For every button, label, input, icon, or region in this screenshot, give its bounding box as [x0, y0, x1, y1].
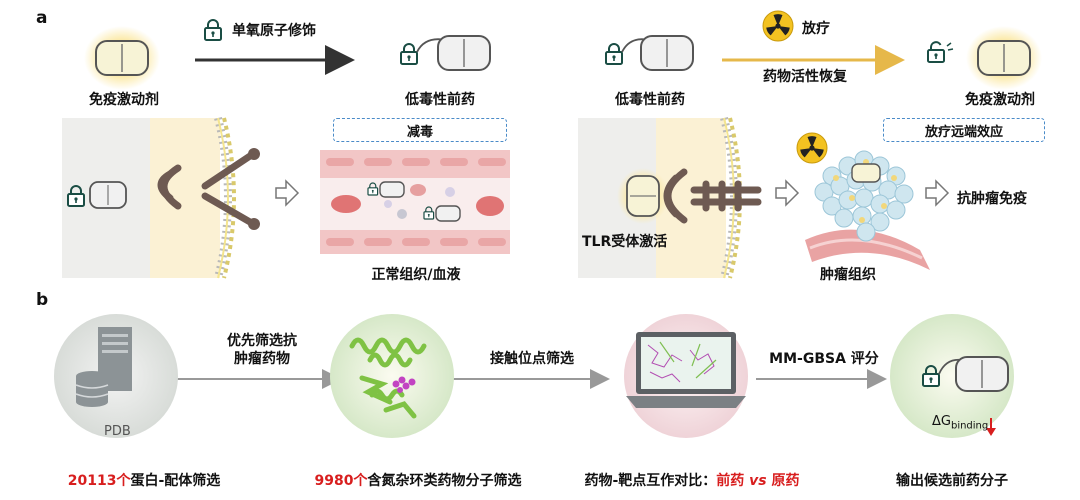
receptor-left — [157, 148, 260, 230]
radiotherapy-label: 放疗 — [802, 21, 830, 37]
antitumor-immunity-label: 抗肿瘤免疫 — [957, 191, 1027, 207]
arrow1-label-line2: 肿瘤药物 — [234, 351, 290, 367]
arrow3-label: MM-GBSA 评分 — [769, 351, 879, 367]
protein-structure-circle — [330, 314, 454, 438]
panel-label-a: a — [36, 8, 48, 28]
output-circle — [890, 314, 1014, 438]
panel-label-b: b — [36, 290, 49, 310]
normal-tissue-label: 正常组织/血液 — [371, 267, 461, 283]
arrow1-label-line1: 优先筛选抗 — [227, 333, 297, 349]
agonist-label-left: 免疫激动剂 — [89, 92, 159, 108]
prodrug-pill-left — [400, 35, 491, 71]
modification-label: 单氧原子修饰 — [232, 23, 316, 39]
agonist-pill-left — [84, 26, 160, 90]
activity-recovery-label: 药物活性恢复 — [763, 69, 847, 85]
activated-agonist — [617, 168, 669, 224]
caption-interaction-compare: 药物-靶点互作对比：前药 vs 原药 — [584, 473, 800, 489]
outline-arrow-2 — [775, 179, 800, 207]
tlr-receptor — [663, 168, 762, 224]
membrane-left — [62, 117, 236, 279]
tumor-tissue — [805, 150, 930, 270]
prodrug-label-right: 低毒性前药 — [615, 92, 685, 108]
radiation-icon — [762, 10, 794, 42]
outline-arrow-3 — [925, 179, 950, 207]
caption-output: 输出候选前药分子 — [896, 473, 1008, 489]
delta-g-label: ΔGbinding — [932, 414, 989, 432]
blood-vessel — [320, 150, 510, 254]
radiation-icon-tumor — [796, 132, 828, 164]
prodrug-pill-right — [605, 35, 694, 71]
pdb-database-circle — [54, 314, 178, 438]
caption-protein-ligand: 20113个蛋白-配体筛选 — [67, 473, 221, 489]
pdb-label: PDB — [104, 424, 131, 439]
detox-box: 减毒 — [333, 118, 507, 142]
prodrug-label-left: 低毒性前药 — [405, 92, 475, 108]
agonist-label-right: 免疫激动剂 — [965, 92, 1035, 108]
tumor-tissue-label: 肿瘤组织 — [820, 267, 876, 283]
arrow2-label: 接触位点筛选 — [490, 351, 574, 367]
tlr-activation-label: TLR受体激活 — [582, 234, 668, 250]
abscopal-box: 放疗远端效应 — [883, 118, 1045, 142]
prodrug-small-left — [67, 181, 127, 209]
lock-icon — [204, 19, 222, 41]
unlocked-agonist-pill — [927, 26, 1042, 90]
laptop-circle — [624, 314, 748, 438]
outline-arrow-1 — [275, 179, 300, 207]
caption-drug-screen: 9980个含氮杂环类药物分子筛选 — [314, 473, 522, 489]
